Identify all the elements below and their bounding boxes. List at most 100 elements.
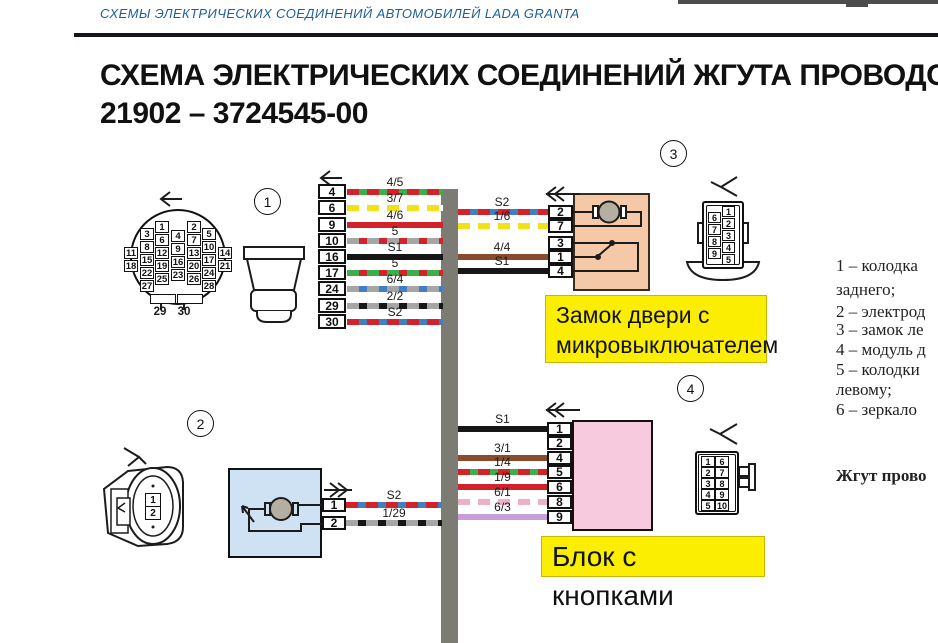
pin-cell: 8	[547, 495, 572, 509]
pin-cell: 13	[187, 247, 201, 259]
pin-cell: 1	[145, 493, 161, 507]
door-lock-label: Замок двери с микровыключателем	[545, 295, 779, 363]
legend-line: 6 – зеркало	[836, 400, 917, 419]
pin-cell: 2	[701, 467, 715, 478]
wire	[458, 254, 548, 260]
left-arrow-icon	[319, 170, 342, 186]
callout-1: 1	[254, 188, 281, 215]
legend-line: 4 – модуль д	[836, 340, 926, 359]
wire-label: S1	[387, 240, 403, 254]
buttons-face-inner	[698, 454, 736, 512]
legend-line: левому;	[836, 380, 892, 399]
wire-label: 6/1	[494, 485, 511, 499]
pin-cell: 8	[708, 236, 721, 247]
top-edge-strip	[678, 0, 938, 4]
pin-cell: 4	[701, 489, 715, 500]
buttons-face-tabs	[738, 463, 756, 491]
pin-cell: 1	[722, 206, 735, 217]
pin-cell: 7	[187, 234, 201, 246]
pin-cell: 29	[318, 298, 346, 313]
pin-cell: 15	[140, 254, 154, 266]
top-edge-tab	[846, 0, 868, 7]
pin-cell: 9	[318, 217, 346, 232]
wire-label: 1/6	[493, 209, 511, 223]
wire-label: 5	[391, 224, 399, 238]
pin-cell: 6	[318, 200, 346, 215]
breadcrumb: СХЕМЫ ЭЛЕКТРИЧЕСКИХ СОЕДИНЕНИЙ АВТОМОБИЛ…	[100, 6, 580, 21]
pin-cell: 20	[187, 260, 201, 272]
pin-cell: 8	[140, 241, 154, 253]
pin-cell: 2	[145, 506, 161, 520]
buttons-box	[572, 420, 653, 531]
pin-cell: 7	[715, 467, 729, 478]
pin-cell: 16	[318, 249, 346, 264]
pin-cell: 3	[140, 228, 154, 240]
legend-line: 3 – замок ле	[836, 320, 924, 339]
wire-label: S1	[494, 254, 510, 268]
pin-cell: 5	[722, 254, 735, 265]
wire	[458, 484, 547, 490]
buttons-label: Блок с кнопками	[541, 536, 765, 611]
wire	[347, 222, 443, 228]
view-arrow-icon	[123, 447, 147, 467]
pin-cell: 24	[202, 267, 216, 279]
pin-cell: 3	[548, 236, 573, 250]
wire	[347, 303, 443, 309]
wire-label: S2	[386, 488, 402, 502]
legend-line: заднего;	[836, 280, 896, 299]
wire-label: S1	[495, 412, 510, 426]
pin-cell: 1	[548, 250, 573, 264]
pin-cell: 5	[547, 465, 572, 479]
view-arrow-icon	[710, 176, 738, 197]
legend-footer: Жгут прово	[836, 466, 927, 485]
header-rule	[74, 33, 938, 37]
pin-cell: 17	[202, 254, 216, 266]
double-chevron-left-icon	[545, 402, 580, 418]
wire	[458, 223, 548, 229]
door-lock-label-line2: микровыключателем	[556, 332, 779, 358]
wire	[346, 520, 442, 526]
callout-4: 4	[677, 375, 704, 402]
pin-cell: 28	[202, 280, 216, 292]
wire-label: 1/29	[382, 506, 406, 520]
pin-cell: 3	[701, 478, 715, 489]
wire-label: 2/2	[386, 289, 404, 303]
socket-cell	[177, 294, 203, 304]
legend-line: 2 – электрод	[836, 302, 926, 321]
pin-cell: 22	[140, 267, 154, 279]
wire	[458, 499, 547, 505]
view-arrow-icon	[709, 423, 738, 445]
pin-cell: 9	[708, 248, 721, 259]
wire-label: 4/5	[386, 175, 404, 189]
legend-line: 5 – колодки	[836, 360, 920, 379]
pin-cell: 14	[218, 247, 232, 259]
wire	[347, 270, 443, 276]
pin-cell: 4	[171, 230, 185, 242]
wire-label: 1/4	[494, 455, 511, 469]
wire	[347, 238, 443, 244]
callout-3: 3	[660, 140, 687, 167]
pin-cell: 8	[715, 478, 729, 489]
pin-cell: 30	[318, 314, 346, 329]
wire	[458, 469, 547, 475]
pin-cell: 7	[548, 219, 573, 233]
wire	[458, 209, 548, 215]
wire-label: 3/1	[494, 441, 511, 455]
wire-label: 5	[391, 256, 399, 270]
pin-cell: 11	[124, 247, 138, 259]
pin-cell: 1	[322, 498, 346, 512]
pin-cell: 5	[701, 500, 715, 511]
page-title: СХЕМА ЭЛЕКТРИЧЕСКИХ СОЕДИНЕНИЙ ЖГУТА ПРО…	[100, 57, 938, 133]
pin-cell: 21	[218, 260, 232, 272]
socket-label: 29	[153, 306, 167, 318]
wire	[458, 268, 548, 274]
pin-cell: 10	[202, 241, 216, 253]
wire	[458, 426, 547, 432]
pin-cell: 2	[187, 221, 201, 233]
pin-cell: 4	[547, 451, 572, 465]
pin-cell: 9	[715, 489, 729, 500]
wire-label: S2	[494, 195, 510, 209]
pin-cell: 9	[547, 510, 572, 524]
wire	[347, 254, 443, 260]
pin-cell: 16	[171, 256, 185, 268]
